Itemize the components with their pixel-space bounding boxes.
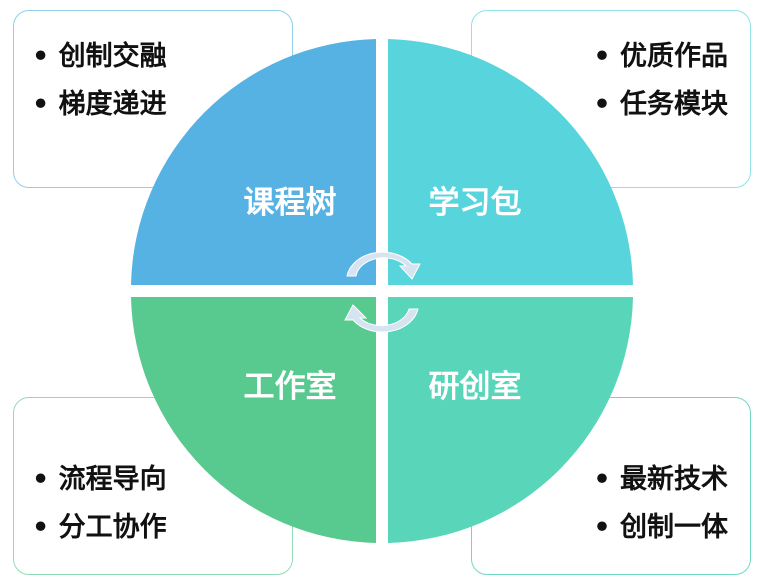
label-learning-pack: 学习包 — [429, 185, 522, 221]
quadrant-learning-pack — [388, 39, 633, 285]
quadrant-course-tree — [131, 39, 376, 285]
label-workshop: 工作室 — [244, 369, 337, 405]
label-course-tree: 课程树 — [244, 185, 337, 221]
bullet: 创制交融 — [32, 33, 167, 81]
quadrant-workshop — [131, 297, 376, 543]
label-research-studio: 研创室 — [429, 369, 522, 405]
cycle-arrows-icon — [344, 251, 421, 333]
bullet: 分工协作 — [32, 504, 167, 552]
bullet: 最新技术 — [593, 456, 728, 504]
bullet: 创制一体 — [593, 504, 728, 552]
bullet: 优质作品 — [593, 33, 728, 81]
bullet: 梯度递进 — [32, 81, 167, 129]
quadrant-research-studio — [388, 297, 633, 543]
bullet: 流程导向 — [32, 456, 167, 504]
bullet: 任务模块 — [593, 81, 728, 129]
